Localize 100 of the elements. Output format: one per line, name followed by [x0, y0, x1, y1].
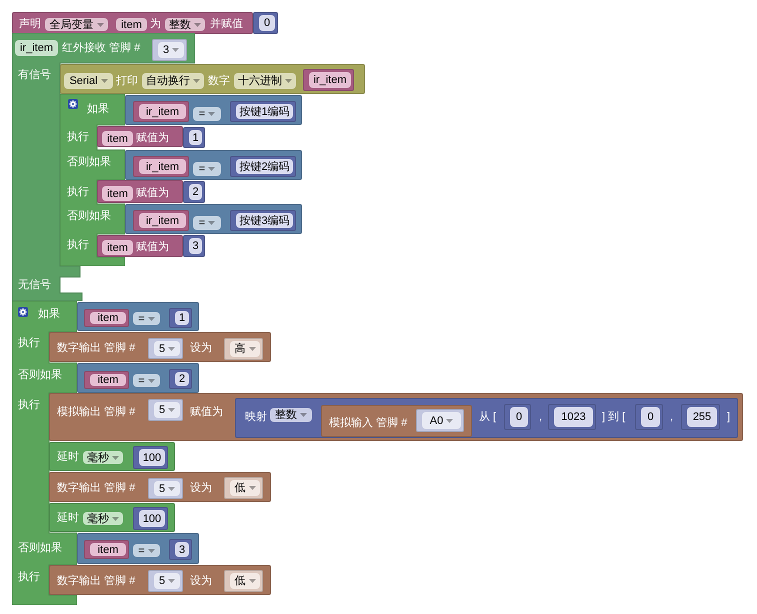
block-label: 模拟输出 管脚 # — [57, 405, 136, 419]
block-label: 模拟输入 管脚 # — [329, 416, 408, 430]
digital-write-block — [49, 472, 271, 502]
pin-block — [148, 570, 183, 592]
dropdown: 低 — [230, 480, 260, 496]
map-block — [235, 398, 738, 438]
block-label: 否则如果 — [18, 541, 62, 555]
text-field: item — [116, 18, 147, 31]
variable-block — [133, 210, 189, 231]
level-block — [224, 477, 263, 499]
text-field: item — [102, 186, 133, 201]
text-field: 按键3编码 — [236, 213, 293, 228]
number-block — [183, 181, 205, 203]
block-label: 执行 — [67, 130, 89, 144]
compare-block — [125, 95, 302, 125]
number-block — [253, 12, 278, 34]
analog-read-block — [321, 405, 472, 437]
block-label: , — [670, 410, 674, 424]
number-field: 255 — [687, 407, 717, 427]
pin-block — [148, 338, 183, 359]
block-label: , — [539, 410, 542, 424]
variable-field: item — [90, 374, 126, 386]
level-block — [224, 338, 263, 360]
block-label: 延时 — [57, 450, 79, 464]
variable-field: ir_item — [309, 72, 351, 88]
pin-block — [148, 399, 183, 421]
dropdown: 毫秒 — [83, 451, 123, 464]
number-block — [169, 539, 192, 560]
number-block — [169, 369, 192, 389]
assign-block — [97, 180, 183, 203]
block-label: 数字输出 管脚 # — [57, 341, 136, 355]
block-label: 如果 — [38, 307, 60, 321]
block-label: 数字 — [208, 74, 230, 88]
block-label: 执行 — [18, 336, 40, 350]
variable-field: item — [90, 543, 126, 556]
dropdown: 5 — [154, 402, 180, 418]
digital-write-block — [49, 565, 271, 595]
block-label: 红外接收 管脚 # — [62, 41, 140, 55]
dropdown: 自动换行 — [142, 73, 204, 89]
variable-block — [133, 156, 189, 177]
variable-block — [84, 371, 129, 389]
variable-block — [84, 540, 129, 559]
digital-write-block — [49, 332, 271, 362]
block-label: 并赋值 — [210, 17, 243, 31]
number-block — [183, 235, 205, 257]
block-label: 设为 — [190, 481, 212, 495]
block-label: 如果 — [87, 102, 109, 116]
number-block — [133, 446, 168, 469]
block-label: 数字输出 管脚 # — [57, 481, 136, 495]
text-field: item — [102, 131, 133, 146]
dropdown: Serial — [64, 73, 113, 89]
block-label: 赋值为 — [136, 186, 169, 200]
dropdown: 5 — [154, 573, 180, 589]
number-field: 1023 — [554, 407, 593, 427]
variable-field: item — [90, 312, 126, 324]
block-label: 否则如果 — [67, 209, 111, 223]
pin-block — [148, 478, 183, 499]
dropdown: = — [193, 162, 221, 176]
compare-block — [125, 150, 302, 180]
number-field: 2 — [189, 184, 202, 200]
block-label: 延时 — [57, 511, 79, 525]
number-block — [133, 507, 168, 530]
dropdown: 全局变量 — [45, 18, 108, 31]
dropdown: = — [193, 216, 221, 230]
number-field: 0 — [259, 15, 275, 31]
block-label: 映射 — [245, 410, 267, 424]
compare-block — [77, 363, 199, 393]
dropdown: = — [133, 544, 160, 557]
number-field: 0 — [510, 407, 528, 427]
serial-print-block — [60, 64, 365, 94]
dropdown: 5 — [154, 481, 180, 496]
variable-block — [84, 309, 129, 327]
block-label: 赋值为 — [190, 405, 223, 419]
block-label: 否则如果 — [67, 155, 111, 169]
text-field: 按键2编码 — [236, 159, 293, 174]
number-field: 3 — [175, 542, 189, 557]
compare-block — [125, 204, 302, 234]
block-label: ] 到 [ — [602, 410, 626, 424]
text-field: item — [102, 240, 133, 255]
pin-block — [152, 39, 187, 61]
text-field: 按键1编码 — [236, 104, 293, 119]
dropdown: 整数 — [270, 408, 312, 422]
text-block — [230, 210, 296, 231]
dropdown: 十六进制 — [234, 73, 296, 89]
compare-block — [77, 533, 199, 564]
variable-declaration-block — [12, 12, 253, 34]
variable-field: ir_item — [139, 213, 186, 228]
block-label: 设为 — [190, 341, 212, 355]
number-block — [183, 127, 205, 148]
dropdown: 高 — [230, 341, 260, 357]
number-field: 3 — [189, 238, 202, 254]
assign-block — [97, 126, 183, 147]
block-label: 设为 — [190, 574, 212, 588]
delay-block — [49, 503, 175, 532]
number-field: 100 — [139, 449, 165, 466]
compare-block — [77, 302, 199, 331]
block-label: 声明 — [19, 17, 41, 31]
dropdown: 整数 — [165, 18, 205, 31]
block-label: 有信号 — [18, 68, 51, 82]
number-block — [548, 404, 596, 430]
